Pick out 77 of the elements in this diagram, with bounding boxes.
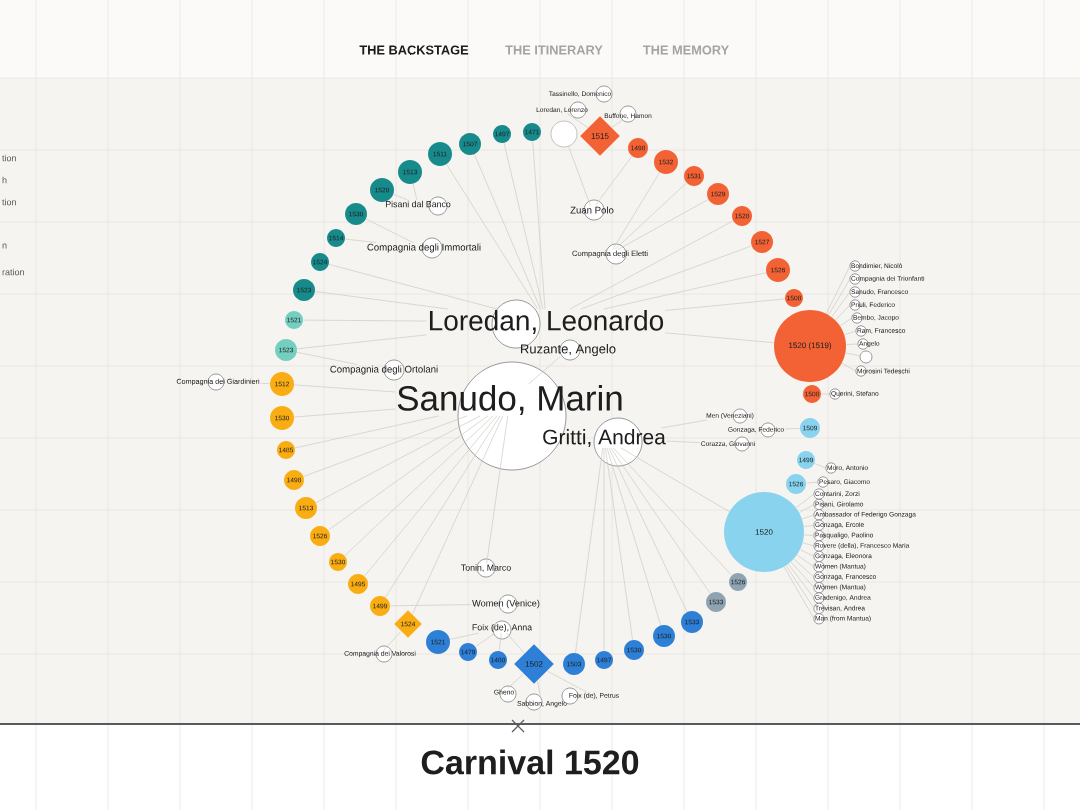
- connector-line: [507, 673, 524, 689]
- connector-line: [315, 415, 481, 504]
- connector-line: [620, 447, 730, 512]
- connector-line: [506, 632, 525, 654]
- connector-line: [612, 172, 660, 250]
- connector-line: [795, 493, 815, 508]
- connector-line: [835, 304, 851, 321]
- connector-line: [844, 330, 857, 336]
- connector-line: [612, 447, 732, 576]
- connector-line: [796, 554, 815, 568]
- connector-line: [614, 182, 687, 250]
- connector-line: [793, 558, 815, 578]
- connector-line: [528, 356, 561, 385]
- connector-line: [799, 504, 815, 513]
- connector-line: [314, 291, 449, 310]
- connector-line: [580, 245, 752, 310]
- connector-line: [365, 218, 414, 243]
- connector-line: [475, 632, 496, 647]
- connector-line: [608, 447, 688, 613]
- connector-line: [383, 631, 402, 651]
- connector-line: [799, 549, 815, 557]
- connector-line: [839, 317, 853, 327]
- connector-line: [328, 415, 489, 531]
- connector-line: [610, 447, 711, 594]
- connector-line: [617, 199, 709, 250]
- connector-line: [783, 566, 815, 620]
- connector-line: [660, 419, 707, 429]
- connector-line: [294, 408, 396, 418]
- connector-line: [845, 352, 861, 357]
- connector-line: [806, 481, 819, 484]
- connector-line: [569, 220, 734, 310]
- connector-line: [606, 447, 662, 626]
- connector-line: [486, 415, 509, 564]
- connector-line: [412, 415, 504, 615]
- connector-line: [802, 542, 815, 547]
- connector-line: [846, 343, 859, 345]
- connector-line: [831, 291, 851, 318]
- connector-line: [825, 265, 851, 314]
- empty-circle: [550, 120, 578, 148]
- connector-line: [821, 393, 831, 395]
- connector-line: [788, 563, 815, 599]
- connector-line: [449, 632, 480, 640]
- connector-line: [296, 351, 358, 365]
- connector-line: [537, 680, 542, 701]
- connector-line: [828, 278, 851, 316]
- connector-line: [567, 113, 589, 129]
- connector-line: [803, 524, 815, 527]
- connector-line: [603, 272, 767, 310]
- connector-line: [841, 363, 857, 372]
- connector-line: [575, 447, 604, 654]
- connector-line: [498, 632, 502, 652]
- circle-node: Gritti, Andrea: [543, 417, 666, 467]
- connector-line: [446, 164, 539, 310]
- connector-line: [344, 415, 494, 556]
- connector-line: [595, 156, 633, 206]
- connector-line: [785, 565, 815, 609]
- connector-line: [546, 670, 587, 693]
- connector-line: [814, 463, 827, 469]
- connector-line: [790, 561, 815, 588]
- connector-line: [803, 534, 815, 536]
- connector-line: [801, 514, 815, 520]
- connector-line: [294, 415, 440, 449]
- connector-line: [297, 334, 428, 350]
- connector-line: [364, 415, 498, 577]
- connector-line: [503, 142, 544, 310]
- connector-line: [328, 264, 498, 310]
- title: Carnival 1520: [421, 749, 639, 775]
- connector-line: [474, 154, 541, 310]
- connector-line: [303, 415, 468, 477]
- connector-line: [665, 332, 775, 344]
- connector-line: [532, 141, 546, 310]
- connector-line: [605, 447, 633, 641]
- connector-line: [568, 146, 591, 206]
- connector-line: [611, 119, 624, 128]
- connector-line: [385, 415, 501, 598]
- connector-line: [665, 298, 785, 311]
- connector-line: [294, 384, 396, 393]
